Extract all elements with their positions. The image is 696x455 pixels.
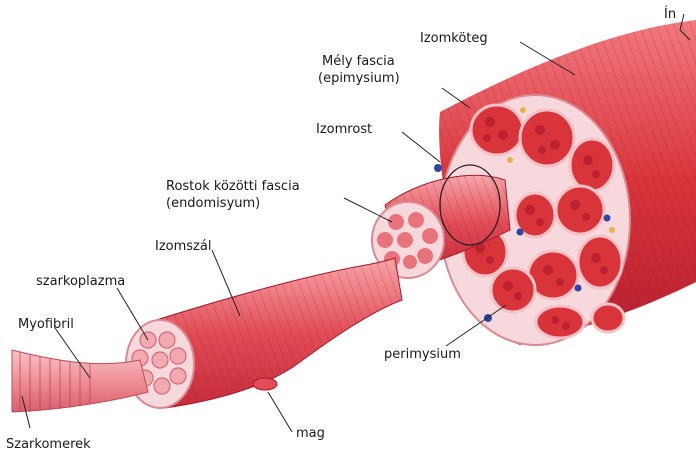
label-perimysium: perimysium (384, 347, 461, 362)
label-sarcomeres: Szarkomerek (6, 437, 91, 452)
label-myofibril: Myofibril (18, 317, 74, 332)
label-deep-fascia-1: Mély fascia (322, 54, 395, 69)
label-endomysium-2: (endomisyum) (166, 196, 260, 211)
nucleus-bump (253, 378, 277, 390)
label-fascicle: Izomköteg (420, 31, 488, 46)
label-sarcoplasm: szarkoplazma (36, 274, 125, 289)
label-tendon: Ín (664, 6, 676, 22)
label-nucleus: mag (296, 426, 325, 441)
label-muscle-fiber-bundle: Izomrost (316, 122, 372, 137)
label-muscle-fiber: Izomszál (155, 239, 211, 254)
label-endomysium-1: Rostok közötti fascia (166, 179, 300, 194)
label-deep-fascia-2: (epimysium) (318, 71, 400, 86)
